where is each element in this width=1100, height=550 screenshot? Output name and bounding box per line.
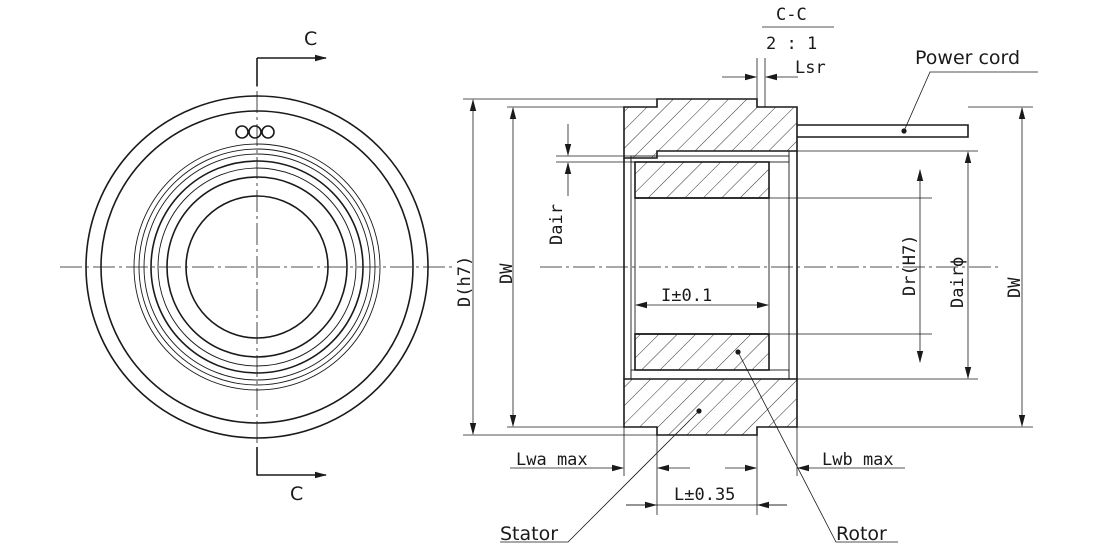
dim-lwb-label: Lwb max (822, 450, 894, 470)
rotor-top-section (634, 161, 770, 199)
cord-entry-circle-3 (261, 125, 275, 139)
air-gap-top (630, 155, 790, 163)
air-gap-bottom (630, 369, 790, 380)
power-cord-leader (903, 71, 1038, 132)
stator-top-section (623, 98, 798, 159)
rotor-outer-ring (150, 160, 364, 374)
dim-dr-label: Dr(H7) (900, 235, 920, 296)
section-view-title: C-C (776, 5, 807, 25)
dim-dair-label: Dair (547, 204, 567, 245)
bore (185, 195, 329, 339)
dim-d-h7-label: D(h7) (455, 256, 475, 307)
power-cord-label: Power cord (915, 47, 1020, 69)
dim-l-label: L±0.35 (674, 485, 735, 505)
stator-label: Stator (500, 523, 558, 545)
section-view-scale: 2 : 1 (766, 34, 817, 54)
cord-entry-circle-2 (248, 125, 262, 139)
section-label-top: C (304, 28, 317, 50)
dim-lwa-label: Lwa max (516, 450, 588, 470)
stator-leader (500, 410, 700, 543)
front-view: C C (60, 28, 455, 505)
stator-ring-3 (143, 153, 371, 381)
dim-i-label: I±0.1 (661, 286, 712, 306)
rotor-leader (737, 351, 898, 543)
outer-ring-inner-edge (100, 110, 414, 424)
section-view (540, 98, 1000, 436)
rotor-middle-ring (157, 167, 357, 367)
rotor-label: Rotor (836, 523, 887, 545)
power-cord (797, 124, 969, 138)
stator-bottom-section (623, 378, 798, 436)
stator-ring-1 (133, 143, 381, 391)
section-label-bottom: C (290, 483, 303, 505)
dim-dw-right-label: DW (1005, 277, 1025, 298)
rotor-bottom-section (634, 333, 770, 371)
dim-dw-left-label: DW (497, 263, 517, 284)
cord-entry-circle-1 (235, 125, 249, 139)
dim-dairphi-label: Dairϕ (948, 257, 968, 308)
rotor-bore-ring (166, 176, 348, 358)
outer-ring (85, 95, 429, 439)
dimensions: D(h7) DW Dair Lsr C-C 2 : 1 I±0.1 Dr(H7) (455, 5, 1033, 515)
dim-lsr-label: Lsr (795, 58, 826, 78)
callouts: Power cord Stator Rotor (500, 47, 1038, 545)
stator-ring-2 (138, 148, 376, 386)
